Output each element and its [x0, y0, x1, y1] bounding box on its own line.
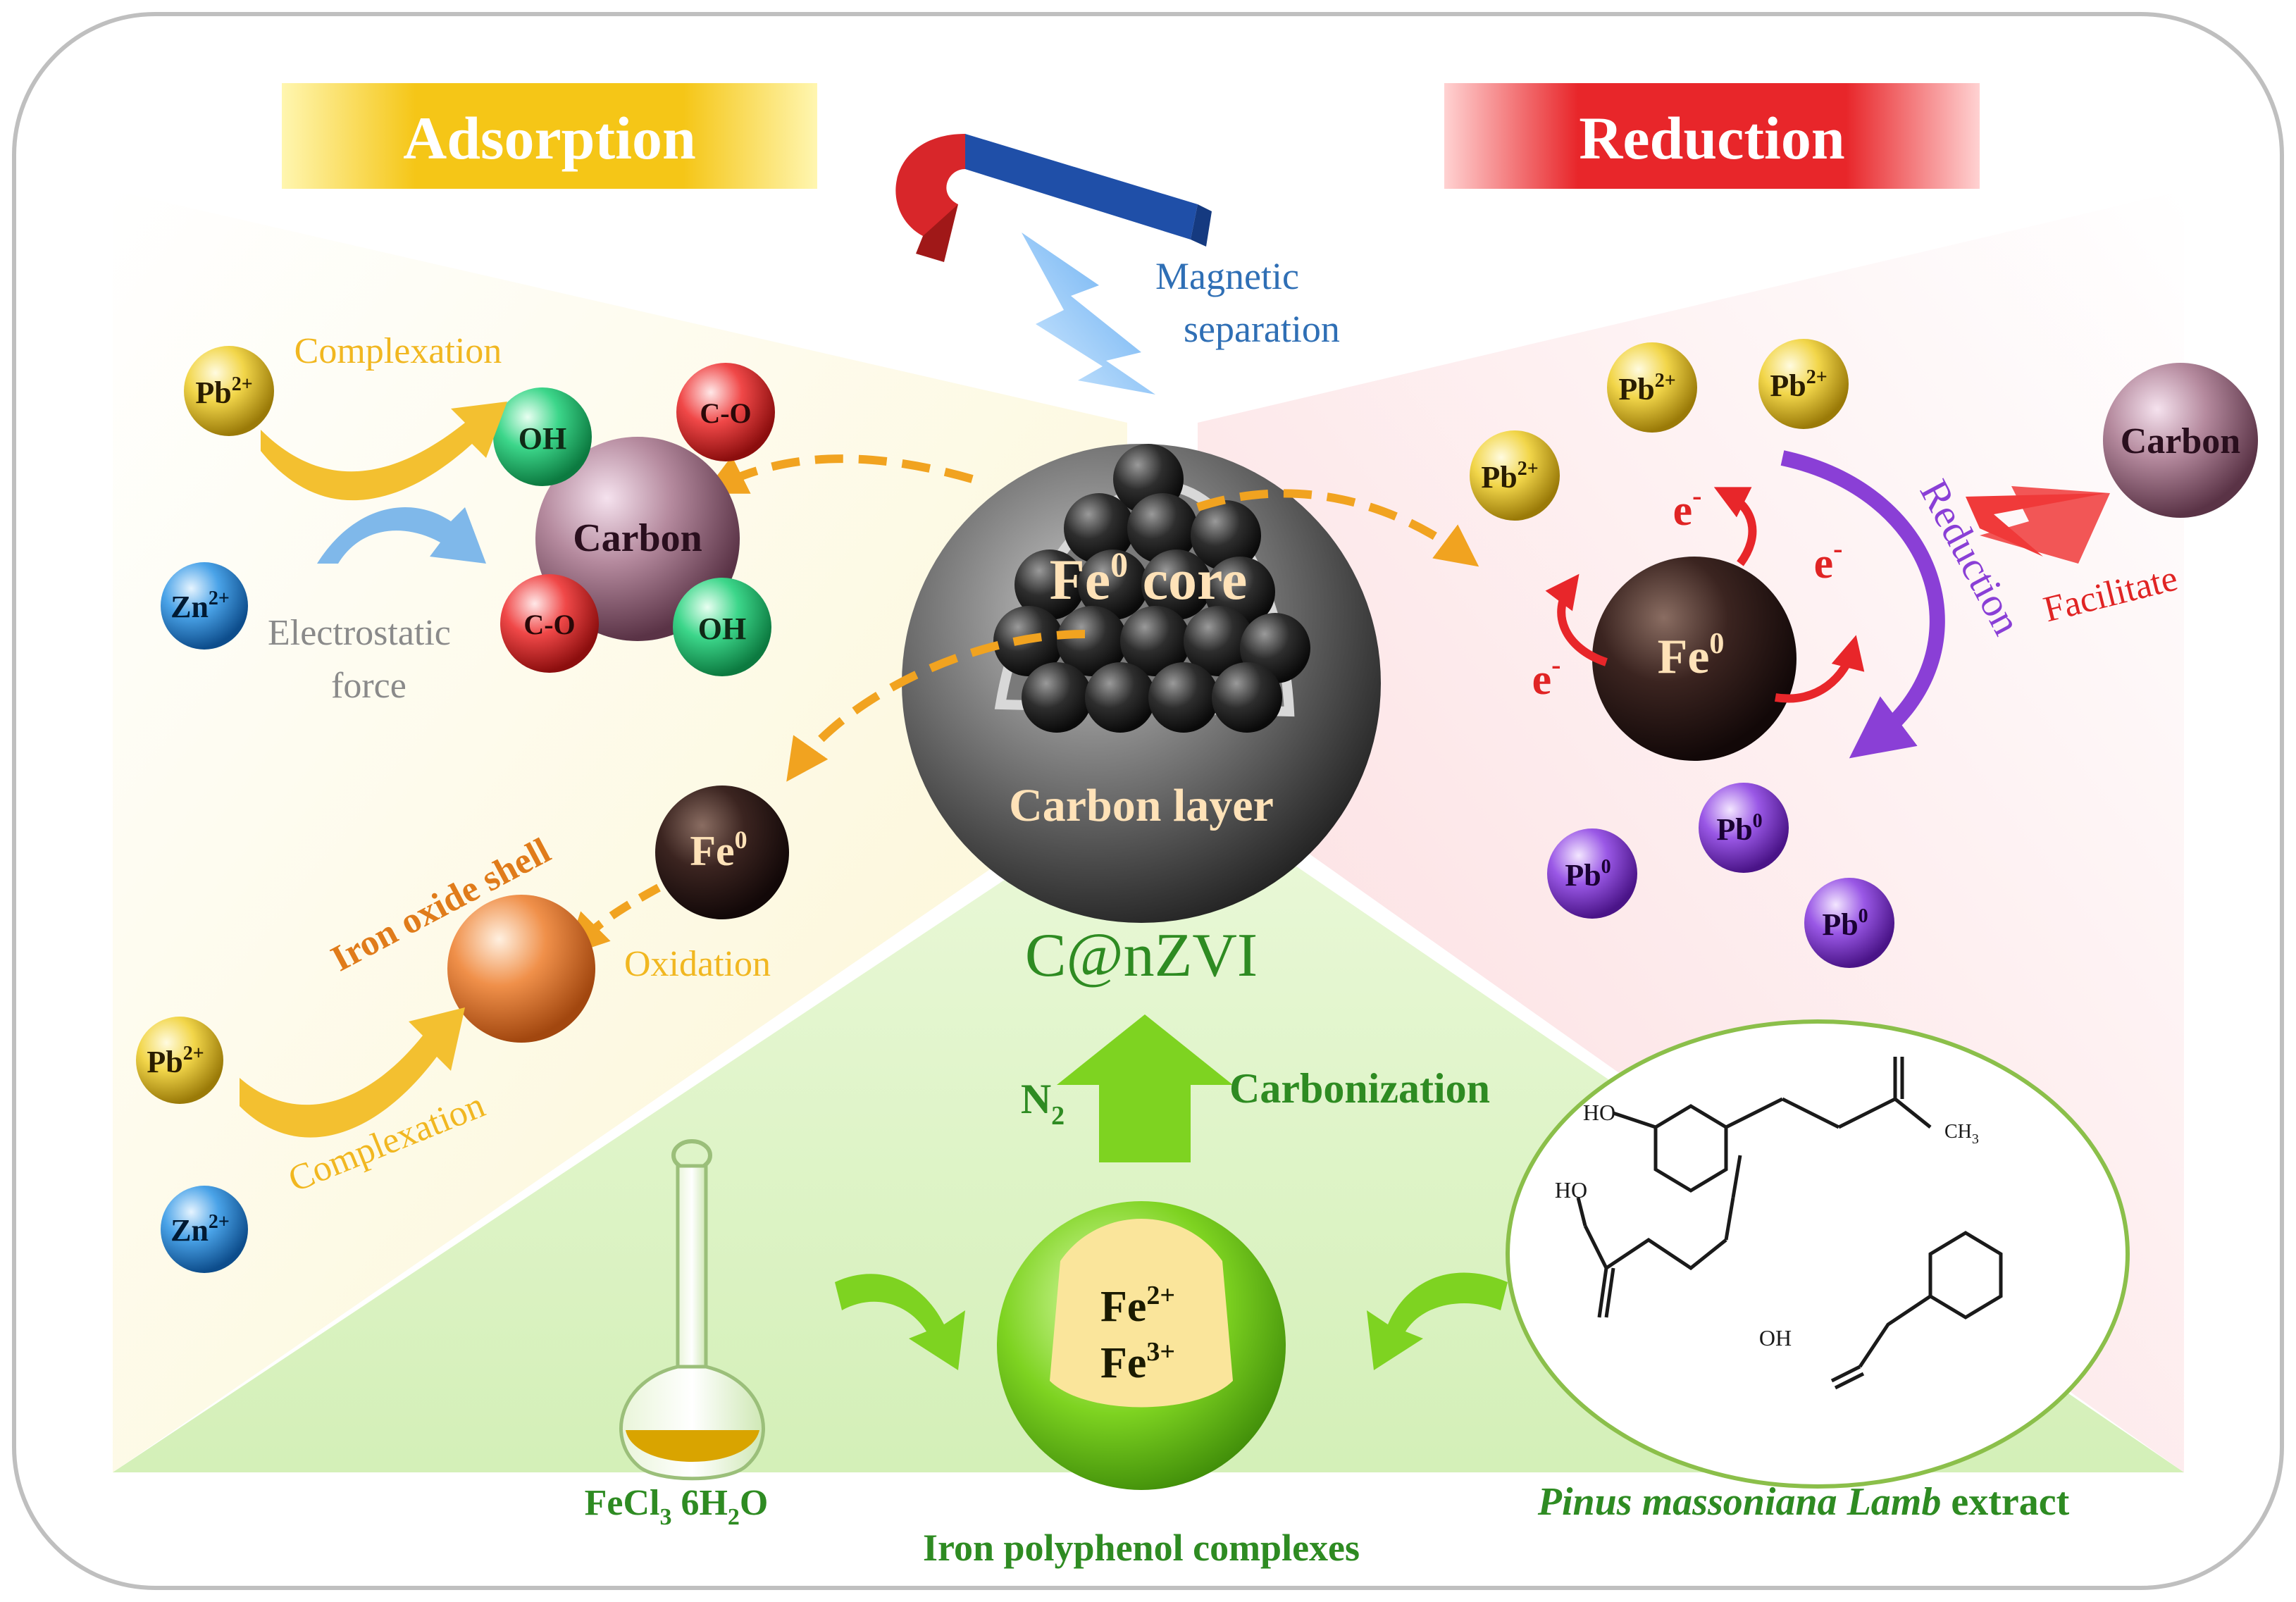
reduction-banner: Reduction [1444, 83, 1980, 189]
svg-text:Pb0: Pb0 [1822, 905, 1868, 942]
fe0-oxidizing-sphere [655, 786, 789, 919]
pb-ion-2 [136, 1017, 223, 1104]
oh-group-2 [673, 578, 771, 676]
arrow-to-fe0-oxidation [786, 630, 1086, 782]
carbonization-label: Carbonization [1229, 1065, 1490, 1112]
electrostatic-label: Electrostatic force [268, 613, 460, 706]
electron-arrow-2 [1545, 573, 1608, 666]
svg-text:Pb2+: Pb2+ [1481, 458, 1538, 495]
adsorption-background [113, 190, 1127, 1472]
carbon-facilitator-label: Carbon [2121, 421, 2241, 461]
magnet-icon [895, 134, 1212, 262]
pb-ion-2-label: Pb2+ [147, 1043, 204, 1079]
carbon-facilitator-sphere [2103, 363, 2258, 518]
co-group-2 [500, 574, 599, 673]
arrow-to-reduction [1196, 489, 1479, 567]
pb-ion-1 [184, 346, 274, 436]
electron-label-2: e- [1814, 533, 1843, 588]
fe0-core-label: Fe0 core [1050, 545, 1248, 611]
arrow-to-carbon [703, 454, 974, 494]
zn-ion-1-label: Zn2+ [170, 588, 230, 624]
fe0-reduction-sphere [1592, 557, 1797, 761]
lightning-icon [1022, 232, 1155, 395]
oxidation-label: Oxidation [624, 944, 771, 984]
c-nzvi-label: C@nZVI [1025, 921, 1258, 990]
zn-ion-2 [161, 1186, 248, 1273]
electron-label-3: e- [1532, 649, 1561, 704]
electron-arrow-1 [1713, 487, 1757, 566]
complexation-bottom-arrow-icon [240, 1007, 465, 1138]
facilitate-arrow-icon [1966, 493, 2106, 557]
pb2-ion-b [1758, 339, 1849, 429]
co-group-1 [676, 363, 775, 461]
pb2-ion-a [1607, 342, 1697, 433]
pb0-c [1804, 878, 1894, 968]
flask-to-complex-arrow-icon [835, 1274, 965, 1370]
c-nzvi-particle: Fe0 core Carbon layer [902, 444, 1381, 923]
svg-text:Pb2+: Pb2+ [1770, 366, 1827, 403]
adsorption-title: Adsorption [403, 104, 696, 172]
reduction-panel: Pb2+ Pb2+ Pb2+ Carbon Facilitate Reducti… [1470, 339, 2258, 968]
magnetic-label: Magnetic separation [1155, 255, 1340, 350]
oxidation-arrow [566, 883, 661, 956]
iron-polyphenol-sphere: Fe2+ Fe3+ [997, 1201, 1286, 1490]
oh-group-1 [493, 387, 592, 486]
fe3-label: Fe3+ [1100, 1337, 1175, 1387]
carbon-label: Carbon [573, 516, 702, 560]
extract-to-complex-arrow-icon [1367, 1272, 1508, 1370]
fe0-oxidizing-label: Fe0 [690, 826, 747, 874]
mol-ho-label: HO [1583, 1100, 1615, 1125]
electron-arrow-3 [1775, 635, 1865, 703]
electron-label-1: e- [1673, 480, 1702, 535]
fe0-reduction-label: Fe0 [1658, 628, 1725, 684]
svg-text:OH: OH [519, 421, 566, 456]
iron-polyphenol-label: Iron polyphenol complexes [923, 1527, 1360, 1569]
pb0-a [1547, 828, 1637, 919]
pinus-extract-molecules: HO HO OH CH3 [1506, 1019, 2130, 1489]
electrostatic-arrow-icon [317, 507, 486, 564]
reduction-cycle-arrow [1780, 450, 1945, 759]
fecl3-label: FeCl3 6H2O [585, 1483, 769, 1530]
adsorption-banner: Adsorption [282, 83, 817, 189]
complexation-top-label: Complexation [294, 331, 502, 371]
iron-oxide-sphere [447, 895, 595, 1043]
svg-text:C-O: C-O [523, 609, 575, 640]
carbon-sphere [535, 437, 740, 641]
carbon-layer-label: Carbon layer [1009, 780, 1274, 831]
synthesis-panel: N2 Carbonization FeCl3 6H2O Fe2+ Fe3+ Ir… [585, 1014, 2130, 1569]
pb0-b [1699, 783, 1789, 873]
zn-ion-2-label: Zn2+ [170, 1211, 230, 1248]
flask-icon [619, 1139, 765, 1481]
svg-text:Pb0: Pb0 [1565, 856, 1611, 893]
complexation-arrow-icon [261, 402, 507, 501]
pb-ion-1-label: Pb2+ [195, 373, 252, 410]
svg-text:Pb2+: Pb2+ [1618, 370, 1675, 406]
pb2-ion-c [1470, 430, 1560, 521]
extract-label: Pinus massoniana Lamb extract [1537, 1480, 2070, 1524]
svg-text:C-O: C-O [700, 397, 751, 429]
mol-oh-label: OH [1759, 1325, 1792, 1350]
reduction-title: Reduction [1579, 104, 1844, 172]
zn-ion-1 [161, 562, 248, 650]
svg-text:OH: OH [698, 611, 746, 646]
mol-ch3-label: CH3 [1944, 1121, 1979, 1147]
carbonization-arrow-icon [1057, 1014, 1233, 1162]
svg-text:Pb0: Pb0 [1716, 810, 1762, 847]
fe0-core-spheres [993, 444, 1310, 733]
fe2-label: Fe2+ [1100, 1281, 1175, 1331]
n2-label: N2 [1021, 1076, 1065, 1131]
mol-ho2-label: HO [1555, 1177, 1587, 1203]
